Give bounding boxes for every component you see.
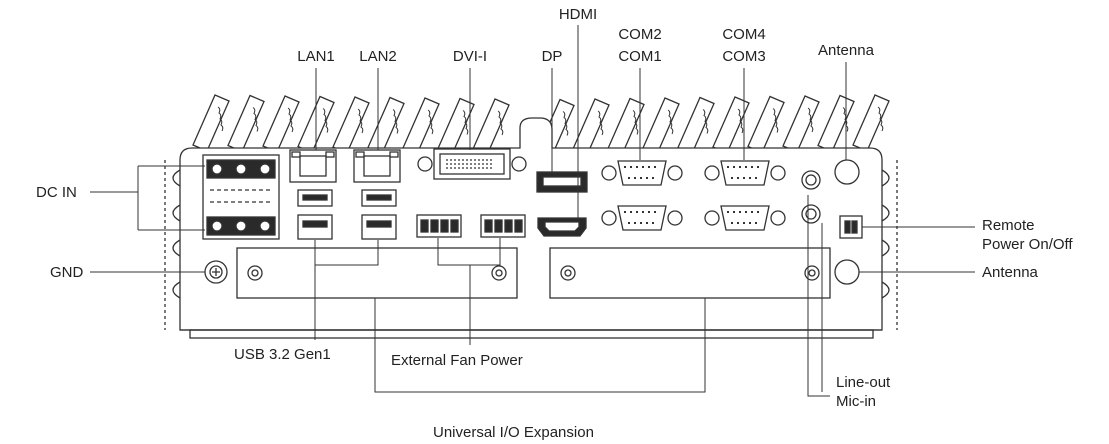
heatsink-fin-ridge (392, 109, 399, 134)
dvi-label: DVI-I (452, 48, 488, 65)
com-port (704, 160, 786, 186)
lan1-port (289, 149, 337, 183)
gnd-label: GND (50, 264, 84, 281)
dp-port (536, 171, 588, 193)
dc-in-label: DC IN (36, 184, 77, 201)
heatsink-fin-ridge (597, 110, 604, 136)
heatsink-fin-ridge (807, 107, 814, 133)
heatsink-fin (747, 95, 785, 154)
com1-label: COM1 (618, 48, 662, 65)
fan-power-connectors (416, 214, 526, 238)
mic-in-label: Mic-in (836, 393, 876, 410)
com4-label: COM4 (722, 26, 766, 43)
heatsink-fin (332, 96, 370, 154)
dp-label: DP (541, 48, 563, 65)
hdmi-label: HDMI (558, 6, 598, 23)
usb-label: USB 3.2 Gen1 (234, 346, 331, 363)
expansion-panel-left (236, 247, 518, 299)
heatsink-fin-ridge (497, 110, 504, 136)
heatsink-fin (437, 97, 475, 156)
leader-lines (90, 25, 975, 397)
audio-jacks (801, 170, 821, 224)
heatsink-fin-ridge (877, 106, 884, 132)
antenna-right-label: Antenna (982, 264, 1038, 281)
heatsink-fin-ridge (252, 107, 259, 132)
dvi-i-port (417, 148, 527, 180)
heatsink-fin-ridge (667, 109, 674, 135)
heatsink-fin (852, 94, 890, 152)
heatsink-fin-ridge (632, 110, 639, 135)
remote-label-line2: Power On/Off (982, 236, 1073, 253)
heatsink-fin (677, 96, 715, 155)
com-port (704, 205, 786, 231)
heatsink-fin (642, 97, 680, 155)
heatsink-fin-ridge (737, 108, 744, 134)
lan2-port (353, 149, 401, 183)
heatsink-fin-ridge (702, 109, 709, 134)
expansion-panel-right (549, 247, 831, 299)
heatsink-fin (607, 97, 645, 156)
com-ports (601, 160, 786, 231)
heatsink-fin (782, 95, 820, 153)
hdmi-port (537, 217, 587, 237)
heatsink-fin (402, 97, 440, 155)
heatsink-fin-ridge (322, 108, 329, 133)
heatsink-fin (227, 94, 265, 153)
antenna-top-label: Antenna (818, 42, 874, 59)
heatsink-fin-ridge (842, 107, 849, 132)
com2-label: COM2 (618, 26, 662, 43)
heatsink-fin (262, 95, 300, 153)
heatsink-fin-ridge (427, 109, 434, 135)
heatsink-fin-ridge (462, 110, 469, 135)
heatsink-fin (192, 94, 230, 152)
chassis-base (189, 329, 874, 339)
side-notches (164, 160, 898, 330)
com3-label: COM3 (722, 48, 766, 65)
heatsink-fin-ridge (772, 108, 779, 133)
lan2-label: LAN2 (359, 48, 397, 65)
antenna-top-connector (834, 159, 860, 185)
dc-in-connector (202, 154, 280, 240)
heatsink-fin-ridge (357, 108, 364, 134)
com-port (601, 160, 683, 186)
usb-ports (297, 189, 397, 240)
heatsink-fin-ridge (217, 106, 224, 132)
remote-label-line1: Remote (982, 217, 1035, 234)
heatsink-fin (472, 98, 510, 156)
heatsink-fin-ridge (562, 111, 569, 136)
heatsink-fin (367, 96, 405, 155)
uio-expansion-label: Universal I/O Expansion (433, 424, 594, 441)
line-out-label: Line-out (836, 374, 891, 391)
heatsink-fin (817, 94, 855, 153)
com-port (601, 205, 683, 231)
fan-power-label: External Fan Power (391, 352, 523, 369)
heatsink-fin-ridge (287, 107, 294, 133)
lan1-label: LAN1 (297, 48, 335, 65)
